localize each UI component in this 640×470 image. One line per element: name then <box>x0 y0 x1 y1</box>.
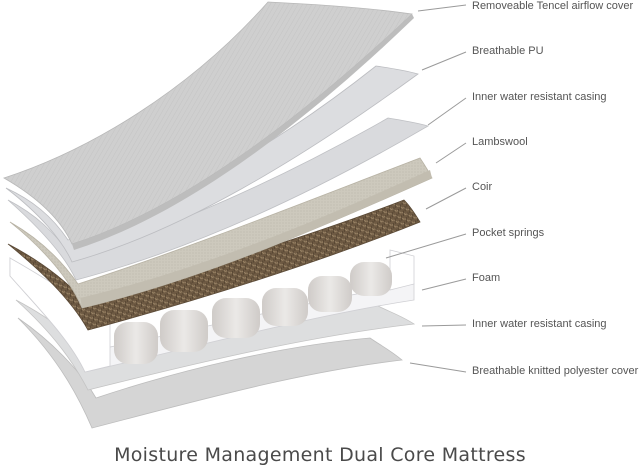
label-foam: Foam <box>472 272 501 284</box>
label-inner-casing-bottom: Inner water resistant casing <box>472 318 607 330</box>
layer-breathable-pu <box>5 65 419 263</box>
layer-pocket-springs <box>114 262 392 364</box>
leader-line <box>425 187 467 210</box>
label-inner-casing-top: Inner water resistant casing <box>472 91 607 103</box>
leader-line <box>421 324 467 327</box>
layer-foam <box>9 249 415 373</box>
label-pocket-springs: Pocket springs <box>472 227 545 239</box>
leader-line <box>427 97 467 126</box>
label-tencel-cover: Removeable Tencel airflow cover <box>472 0 634 12</box>
leader-line <box>421 51 467 71</box>
label-lambswool: Lambswool <box>472 136 528 148</box>
leader-line <box>385 233 467 259</box>
leader-lines <box>385 4 467 373</box>
leader-line <box>409 362 467 373</box>
layer-tencel-cover <box>3 1 414 250</box>
diagram-title: Moisture Management Dual Core Mattress <box>114 444 526 466</box>
label-breathable-pu: Breathable PU <box>472 45 544 57</box>
leader-line <box>421 278 467 291</box>
leader-line <box>435 142 467 164</box>
layer-lambswool <box>9 157 433 309</box>
leader-line <box>417 4 467 12</box>
label-knitted-polyester-cover: Breathable knitted polyester cover <box>472 365 639 377</box>
label-coir: Coir <box>472 181 493 193</box>
layer-knitted-polyester-cover <box>17 317 403 429</box>
